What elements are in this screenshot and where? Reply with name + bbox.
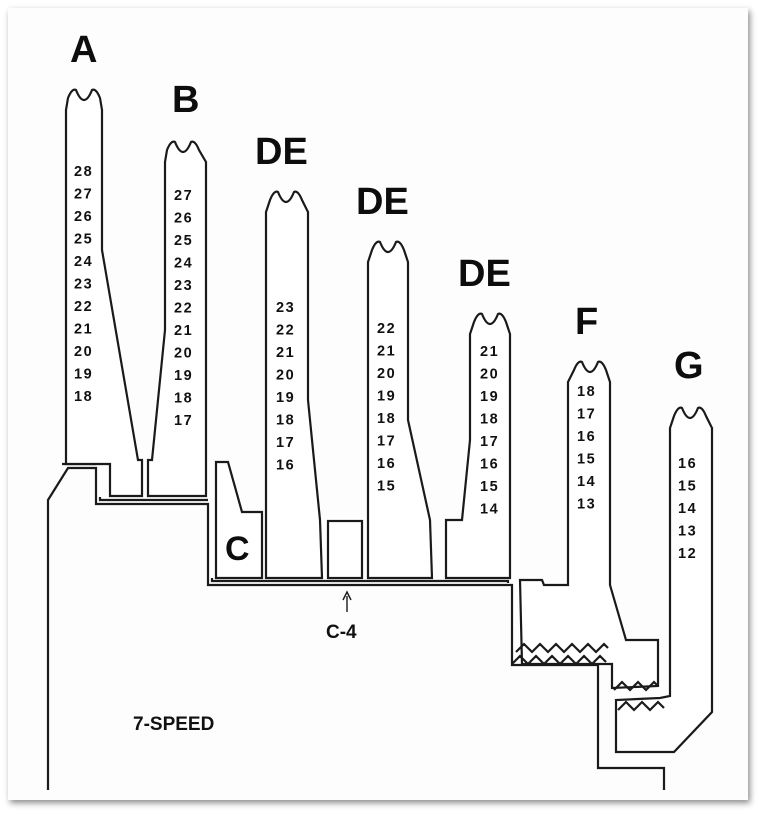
- cog-de-2: [366, 240, 434, 580]
- tooth-count: 28: [74, 164, 93, 180]
- label-cog-g: G: [674, 345, 704, 387]
- cog-b: [146, 140, 208, 498]
- tooth-count: 19: [480, 389, 499, 405]
- tooth-count: 15: [678, 479, 697, 495]
- tooth-count: 16: [276, 458, 295, 474]
- tooth-count: 14: [577, 474, 596, 490]
- tooth-count: 17: [480, 434, 499, 450]
- tooth-count: 27: [74, 187, 93, 203]
- tooth-count: 18: [276, 413, 295, 429]
- tooth-count: 20: [480, 367, 499, 383]
- tooth-count: 18: [174, 391, 193, 407]
- tooth-count: 20: [377, 366, 396, 382]
- cog-a: [64, 88, 144, 498]
- tooth-count: 15: [480, 479, 499, 495]
- hub-body: [46, 466, 666, 790]
- spacer-label: C-4: [326, 622, 357, 643]
- tooth-count: 15: [577, 452, 596, 468]
- tooth-count: 22: [377, 321, 396, 337]
- tooth-count: 21: [480, 344, 499, 360]
- cog-c: [214, 460, 264, 580]
- tooth-count: 18: [74, 389, 93, 405]
- thread-upper: [515, 642, 609, 654]
- cog-de-3: [444, 312, 512, 580]
- tooth-count: 19: [74, 367, 93, 383]
- tooth-count: 18: [480, 412, 499, 428]
- label-cog-de-2: DE: [356, 181, 409, 223]
- label-cog-c: C: [225, 530, 250, 568]
- c4-arrow-head-icon: [342, 590, 352, 601]
- tooth-count: 26: [174, 211, 193, 227]
- thread-g-lower: [617, 700, 665, 712]
- tooth-count: 26: [74, 209, 93, 225]
- tooth-count: 22: [276, 323, 295, 339]
- tooth-count: 16: [377, 456, 396, 472]
- tooth-count: 24: [174, 256, 193, 272]
- tooth-count: 23: [276, 300, 295, 316]
- thread-lower: [511, 654, 607, 666]
- tooth-count: 17: [577, 407, 596, 423]
- cog-de-1: [264, 190, 324, 580]
- label-cog-f: F: [575, 301, 598, 343]
- tooth-count: 16: [577, 429, 596, 445]
- thread-g-upper: [613, 680, 659, 692]
- tooth-count: 20: [174, 346, 193, 362]
- tooth-count: 22: [174, 301, 193, 317]
- tooth-count: 19: [174, 368, 193, 384]
- diagram-title: 7-SPEED: [133, 714, 214, 735]
- tooth-count: 25: [174, 233, 193, 249]
- tooth-counts: 28 27 26 25 24 23 22 21 20 19 18 27 26 25 24 23 22 21 20 19…: [74, 164, 697, 562]
- tooth-count: 21: [174, 323, 193, 339]
- tooth-count: 14: [678, 501, 697, 517]
- tooth-count: 16: [678, 456, 697, 472]
- tooth-count: 16: [480, 457, 499, 473]
- tooth-count: 13: [577, 497, 596, 513]
- tooth-count: 27: [174, 188, 193, 204]
- tooth-count: 14: [480, 502, 499, 518]
- tooth-count: 13: [678, 524, 697, 540]
- tooth-count: 18: [377, 411, 396, 427]
- tooth-count: 17: [377, 434, 396, 450]
- tooth-count: 23: [74, 277, 93, 293]
- tooth-count: 12: [678, 546, 697, 562]
- tooth-count: 22: [74, 299, 93, 315]
- tooth-count: 15: [377, 479, 396, 495]
- label-cog-a: A: [70, 29, 97, 71]
- tooth-count: 21: [74, 322, 93, 338]
- tooth-count: 21: [377, 344, 396, 360]
- tooth-count: 24: [74, 254, 93, 270]
- tooth-count: 20: [74, 344, 93, 360]
- label-cog-b: B: [172, 79, 199, 121]
- tooth-count: 17: [276, 435, 295, 451]
- label-cog-de-1: DE: [255, 131, 308, 173]
- tooth-count: 17: [174, 413, 193, 429]
- tooth-count: 18: [577, 384, 596, 400]
- cog-g: [614, 406, 714, 754]
- tooth-count: 20: [276, 368, 295, 384]
- tooth-count: 25: [74, 232, 93, 248]
- tooth-count: 19: [377, 389, 396, 405]
- label-cog-de-3: DE: [458, 253, 511, 295]
- spacer-c4: [326, 519, 364, 580]
- tooth-count: 23: [174, 278, 193, 294]
- tooth-count: 21: [276, 345, 295, 361]
- tooth-count: 19: [276, 390, 295, 406]
